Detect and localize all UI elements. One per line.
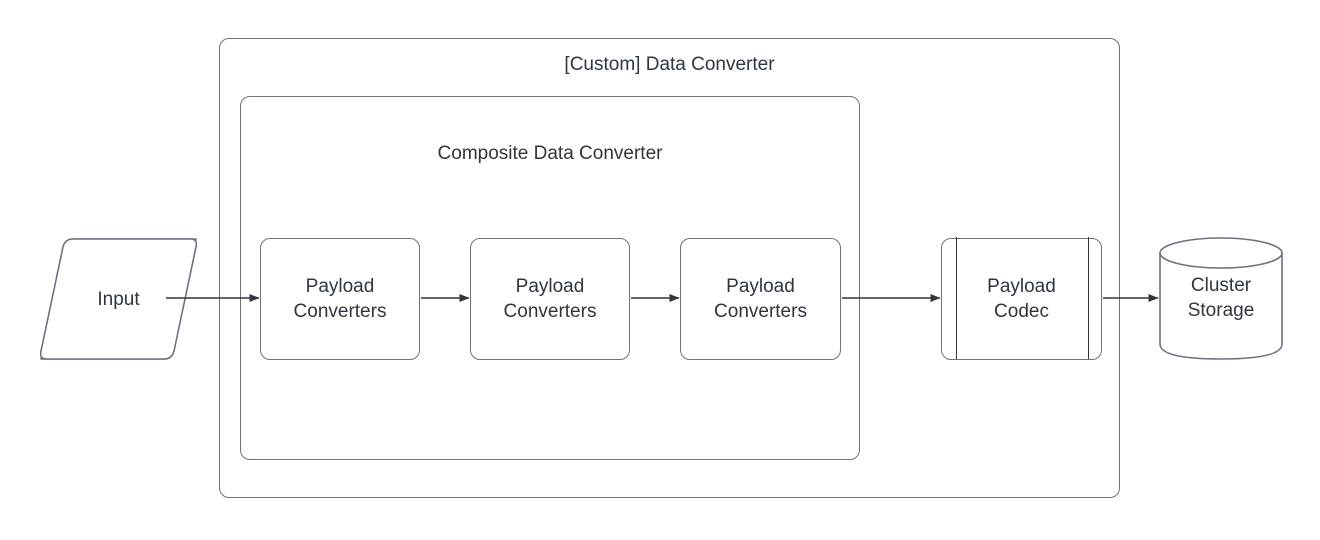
payload-codec-label: Payload Codec — [987, 276, 1056, 322]
payload-converters-node-3[interactable]: Payload Converters — [680, 238, 841, 360]
cluster-storage-node[interactable]: Cluster Storage — [1159, 237, 1283, 360]
custom-data-converter-container[interactable]: [Custom] Data Converter — [219, 38, 1120, 498]
payload-converters-label-1: Payload Converters — [293, 276, 387, 322]
payload-converters-label-3: Payload Converters — [714, 276, 807, 322]
codec-left-bar-icon — [956, 237, 957, 360]
input-node[interactable]: Input — [40, 238, 197, 360]
payload-converters-label-2: Payload Converters — [503, 276, 597, 322]
cylinder-icon — [1159, 237, 1283, 360]
payload-converters-node-2[interactable]: Payload Converters — [470, 238, 630, 360]
custom-data-converter-title: [Custom] Data Converter — [564, 54, 775, 75]
input-parallelogram-icon — [40, 238, 197, 360]
composite-data-converter-title: Composite Data Converter — [437, 143, 663, 164]
payload-converters-node-1[interactable]: Payload Converters — [260, 238, 420, 360]
composite-data-converter-container[interactable]: Composite Data Converter — [240, 96, 860, 460]
payload-codec-node[interactable]: Payload Codec — [941, 237, 1102, 360]
codec-right-bar-icon — [1088, 237, 1089, 360]
